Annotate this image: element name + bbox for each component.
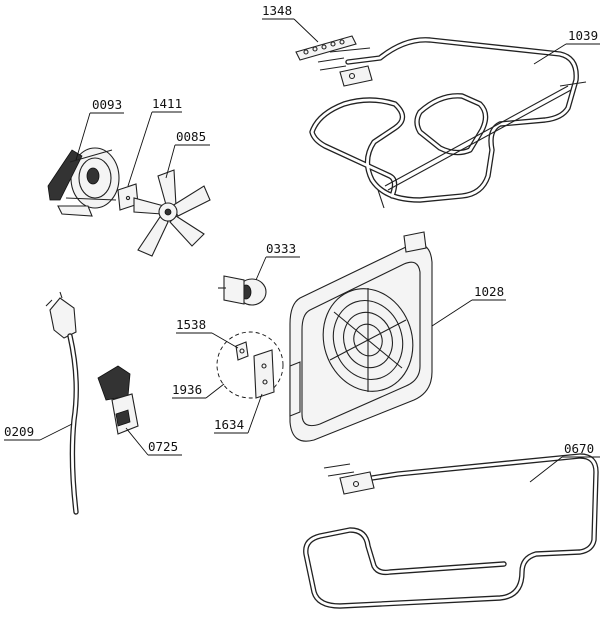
part-1348-terminal-block[interactable]: [295, 35, 357, 61]
part-0085-fan-blade[interactable]: [133, 169, 211, 257]
leader-0670-b: [529, 456, 563, 483]
label-0725: 0725: [148, 439, 178, 454]
part-1039-upper-heating-element[interactable]: [309, 37, 587, 209]
label-0670: 0670: [564, 441, 594, 456]
leader-1348-b: [293, 18, 319, 43]
part-0725-selector-switch[interactable]: [97, 365, 139, 435]
label-1411: 1411: [152, 96, 182, 111]
leader-0209-b: [39, 423, 73, 441]
label-1028: 1028: [474, 284, 504, 299]
leader-0725-b: [125, 427, 149, 456]
leader-0085-b: [165, 144, 176, 179]
part-0093-fan-motor[interactable]: [47, 147, 120, 217]
leader-1634-b: [247, 393, 263, 434]
label-1538: 1538: [176, 317, 206, 332]
detail-circle-1936: [216, 331, 284, 399]
label-1634: 1634: [214, 417, 244, 432]
leader-1538-b: [211, 332, 239, 349]
part-0670-lower-heating-element[interactable]: [303, 453, 599, 609]
label-0085: 0085: [176, 129, 206, 144]
part-1538-bracket[interactable]: [235, 341, 249, 361]
leader-1411-b: [127, 111, 153, 187]
label-1039: 1039: [568, 28, 598, 43]
leader-0093-b: [75, 112, 91, 161]
part-0209-power-cord[interactable]: [45, 291, 79, 515]
leader-1039-b: [533, 43, 567, 65]
leader-1936-b: [205, 383, 225, 399]
label-1936: 1936: [172, 382, 202, 397]
part-1634-thermostat[interactable]: [253, 349, 275, 399]
leader-0333-b: [255, 256, 267, 281]
part-1028-fan-cover[interactable]: [289, 231, 433, 442]
label-0093: 0093: [92, 97, 122, 112]
label-0333: 0333: [266, 241, 296, 256]
label-1348: 1348: [262, 3, 292, 18]
part-0333-oven-lamp[interactable]: [218, 275, 267, 306]
leader-1028-b: [431, 299, 473, 327]
label-0209: 0209: [4, 424, 34, 439]
